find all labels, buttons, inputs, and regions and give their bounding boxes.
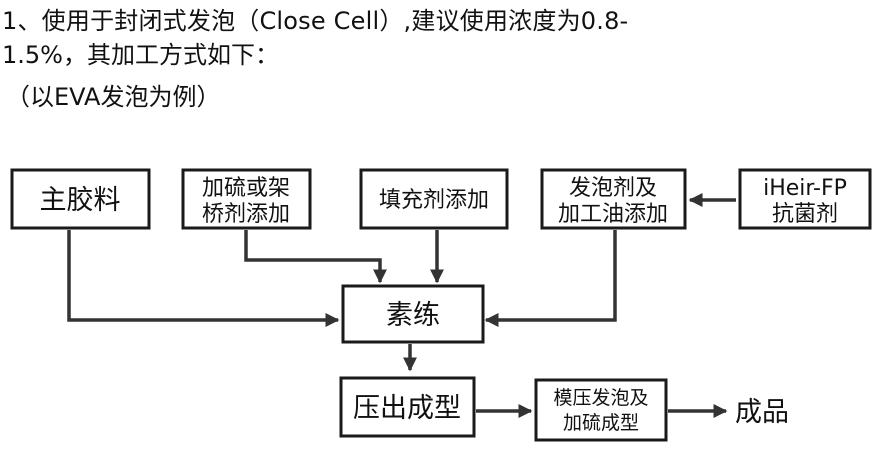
node-extrusion: 压出成型 xyxy=(339,376,476,438)
node-main-rubber-label: 主胶料 xyxy=(40,185,121,216)
node-antibacterial: iHeir-FP 抗菌剂 xyxy=(738,168,872,230)
node-foaming: 发泡剂及 加工油添加 xyxy=(540,168,687,230)
node-kneading-label: 素练 xyxy=(386,300,440,331)
node-antibacterial-label-2: 抗菌剂 xyxy=(772,202,838,227)
intro-line-1: 1、使用于封闭式发泡（Close Cell）,建议使用浓度为0.8- xyxy=(2,7,629,35)
node-product-label: 成品 xyxy=(735,397,789,428)
node-molding: 模压发泡及 加硫成型 xyxy=(534,378,668,442)
connectors xyxy=(67,193,736,418)
node-main-rubber: 主胶料 xyxy=(10,168,151,230)
intro-line-2: 1.5%，其加工方式如下： xyxy=(2,41,279,69)
node-filler-label: 填充剂添加 xyxy=(379,188,489,213)
node-molding-label-2: 加硫成型 xyxy=(563,412,639,434)
node-foaming-label-2: 加工油添加 xyxy=(558,202,668,227)
node-vulcanizer-label-1: 加硫或架 xyxy=(202,176,290,201)
node-antibacterial-label-1: iHeir-FP xyxy=(763,176,847,201)
arrow-main-rubber-to-kneading xyxy=(67,230,340,327)
arrow-vulcanizer-to-kneading xyxy=(244,230,387,284)
node-foaming-label-1: 发泡剂及 xyxy=(569,176,657,201)
node-vulcanizer: 加硫或架 桥剂添加 xyxy=(181,168,312,230)
node-vulcanizer-label-2: 桥剂添加 xyxy=(202,202,290,227)
node-kneading: 素练 xyxy=(341,284,485,344)
intro-line-3: （以EVA发泡为例） xyxy=(6,83,221,111)
node-molding-label-1: 模压发泡及 xyxy=(553,387,648,409)
node-extrusion-label: 压出成型 xyxy=(353,393,461,424)
arrow-foaming-to-kneading xyxy=(484,230,617,327)
node-filler: 填充剂添加 xyxy=(359,168,509,230)
